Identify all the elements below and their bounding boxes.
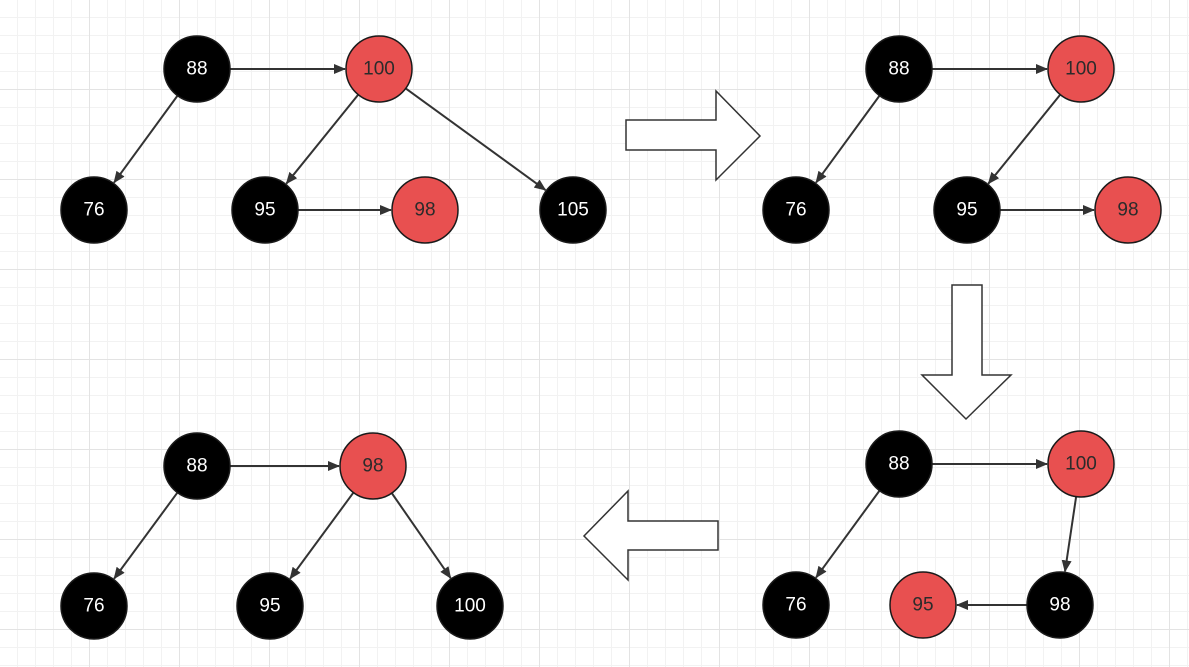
black-node-95 (933, 176, 1001, 244)
red-node-100 (345, 35, 413, 103)
red-node-98 (1094, 176, 1162, 244)
node-label-100: 100 (1065, 59, 1097, 80)
node-label-95: 95 (956, 200, 977, 221)
edge-100-to-95 (285, 94, 360, 185)
red-node-98 (339, 432, 407, 500)
node-label-100: 100 (363, 59, 395, 80)
edge-88-to-76 (815, 490, 881, 579)
black-node-76 (762, 176, 830, 244)
node-label-88: 88 (186, 59, 207, 80)
edge-100-to-105 (405, 87, 547, 191)
red-node-100 (1047, 430, 1115, 498)
black-node-76 (60, 572, 128, 640)
black-node-105 (539, 176, 607, 244)
node-label-105: 105 (557, 200, 589, 221)
black-node-76 (60, 176, 128, 244)
edge-100-to-98 (1061, 496, 1078, 573)
black-node-76 (762, 571, 830, 639)
tree-step1: 88 100 76 95 98 105 (60, 35, 607, 244)
node-label-100: 100 (1065, 454, 1097, 475)
edge-88-to-76 (113, 491, 179, 580)
black-node-95 (231, 176, 299, 244)
node-label-98: 98 (1117, 200, 1138, 221)
node-label-98: 98 (1049, 595, 1070, 616)
node-label-76: 76 (785, 595, 806, 616)
tree-step3: 88 100 76 98 95 (762, 430, 1115, 639)
black-node-98 (1026, 571, 1094, 639)
edge-98-to-100 (390, 492, 452, 579)
transition-arrow-left (582, 489, 719, 582)
edge-88-to-76 (113, 95, 179, 184)
edge-98-to-95 (289, 491, 355, 580)
node-label-88: 88 (186, 456, 207, 477)
node-label-76: 76 (785, 200, 806, 221)
red-node-100 (1047, 35, 1115, 103)
black-node-88 (865, 35, 933, 103)
node-label-95: 95 (259, 596, 280, 617)
black-node-88 (163, 432, 231, 500)
node-label-88: 88 (888, 454, 909, 475)
black-node-88 (865, 430, 933, 498)
node-label-98: 98 (414, 200, 435, 221)
node-label-76: 76 (83, 200, 104, 221)
transition-arrow-down (920, 284, 1013, 421)
black-node-95 (236, 572, 304, 640)
transition-arrow-right (625, 89, 762, 182)
red-node-95 (889, 571, 957, 639)
node-label-95: 95 (912, 595, 933, 616)
red-node-98 (391, 176, 459, 244)
black-node-88 (163, 35, 231, 103)
node-label-88: 88 (888, 59, 909, 80)
node-label-95: 95 (254, 200, 275, 221)
edge-88-to-76 (815, 95, 881, 184)
node-label-100: 100 (454, 596, 486, 617)
node-label-98: 98 (362, 456, 383, 477)
black-node-100 (436, 572, 504, 640)
edge-100-to-95 (987, 94, 1062, 185)
tree-step2: 88 100 76 95 98 (762, 35, 1162, 244)
node-label-76: 76 (83, 596, 104, 617)
tree-step4: 88 98 76 95 100 (60, 432, 504, 640)
